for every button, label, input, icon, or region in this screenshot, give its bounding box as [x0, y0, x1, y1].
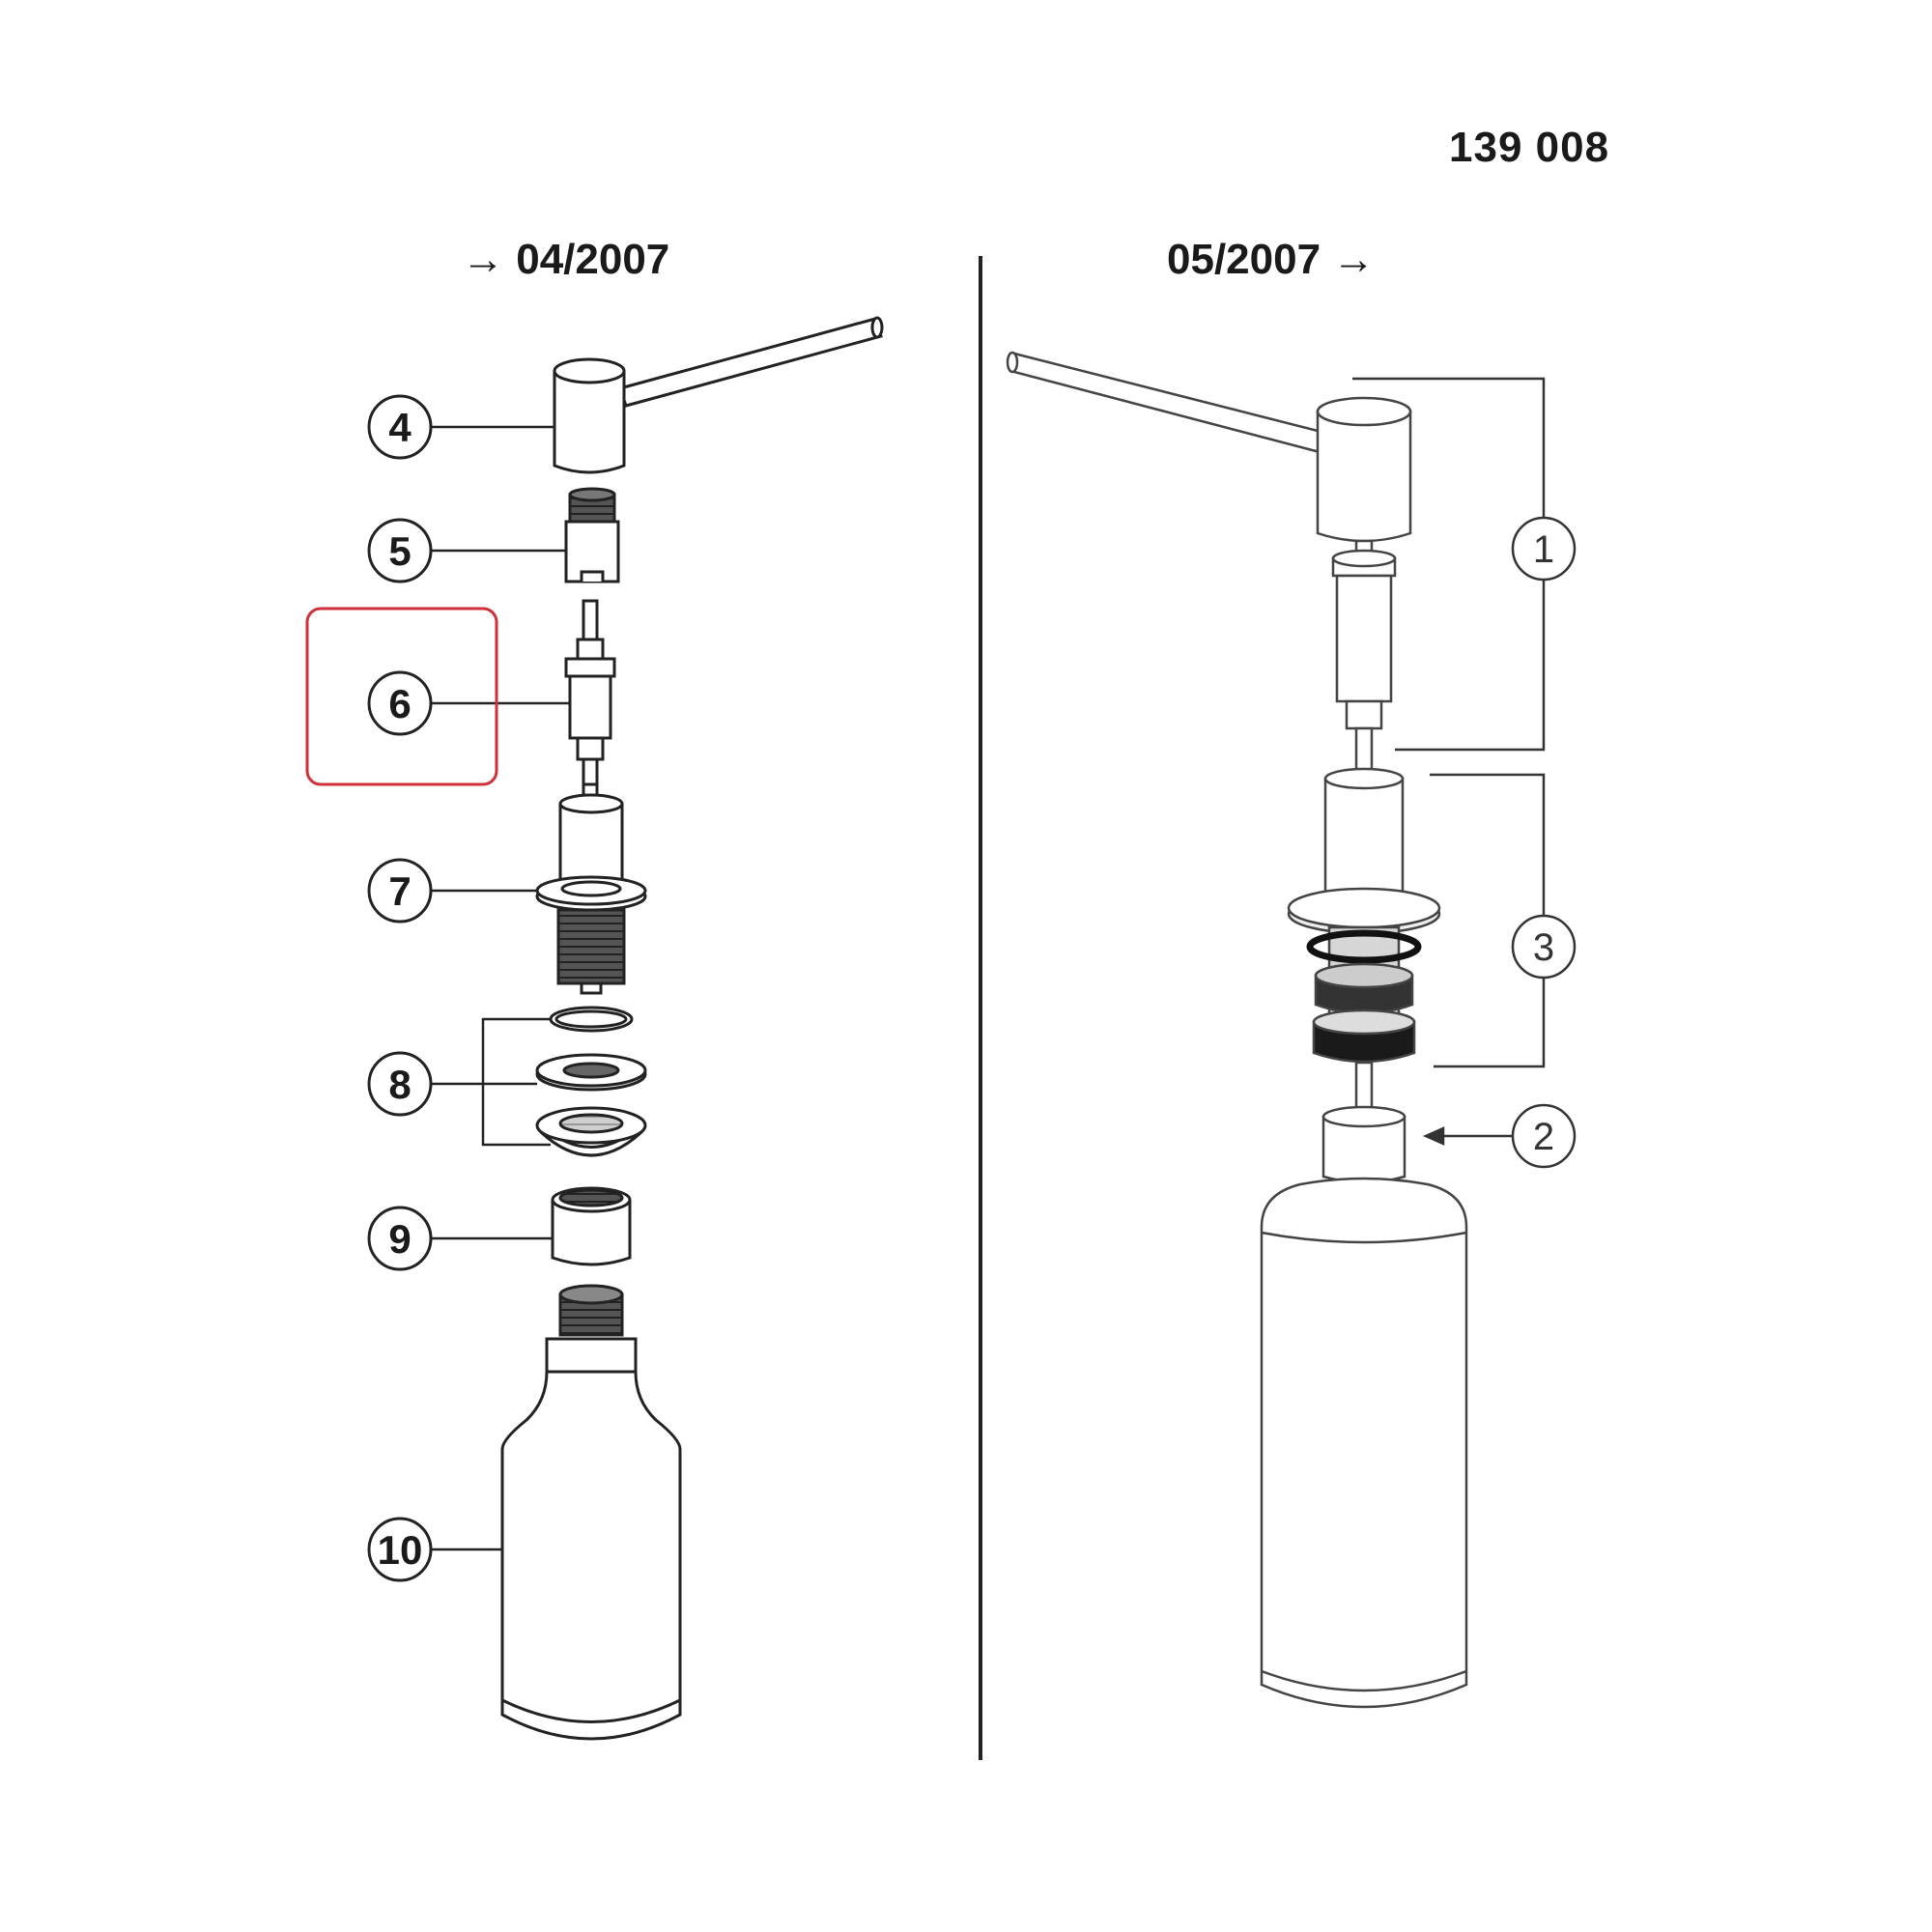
callout-2-label: 2 [1533, 1116, 1554, 1158]
assembly-new [1006, 351, 1468, 1709]
washers-old [535, 1006, 647, 1157]
pump-head-old [553, 316, 884, 474]
assembly-old [500, 316, 884, 1741]
ring-nut-old [551, 1186, 632, 1266]
piston-old [564, 599, 616, 796]
callout-8-label: 8 [388, 1062, 411, 1107]
callout-7: 7 [367, 858, 433, 923]
callout-9: 9 [367, 1206, 433, 1271]
callout-10-label: 10 [378, 1527, 423, 1573]
callout-1-label: 1 [1533, 528, 1554, 571]
callout-8: 8 [367, 1051, 433, 1117]
callout-3: 3 [1511, 914, 1577, 980]
bottle-new [1260, 1177, 1468, 1709]
callout-10: 10 [367, 1517, 433, 1582]
adapter-old [564, 487, 620, 583]
callout-9-label: 9 [388, 1216, 411, 1262]
callout-5: 5 [367, 518, 433, 583]
leaders-old [431, 425, 570, 1551]
callout-6: 6 [367, 670, 433, 736]
callout-1: 1 [1511, 516, 1577, 582]
callout-5-label: 5 [388, 528, 411, 574]
callout-3-label: 3 [1533, 926, 1554, 969]
callout-4-label: 4 [388, 405, 412, 450]
body-new [1287, 767, 1441, 1122]
callout-7-label: 7 [388, 868, 411, 914]
body-old [535, 782, 647, 995]
callout-2: 2 [1511, 1103, 1577, 1169]
callout-4: 4 [367, 394, 433, 460]
version-new-label: 05/2007 → [1167, 236, 1376, 283]
highlight-box [305, 607, 498, 786]
version-old-label: → 04/2007 [462, 236, 670, 283]
part-number-label: 139 008 [1449, 124, 1610, 171]
pump-head-new [1006, 351, 1412, 786]
bottle-old [500, 1284, 682, 1741]
callout-6-label: 6 [388, 681, 411, 726]
